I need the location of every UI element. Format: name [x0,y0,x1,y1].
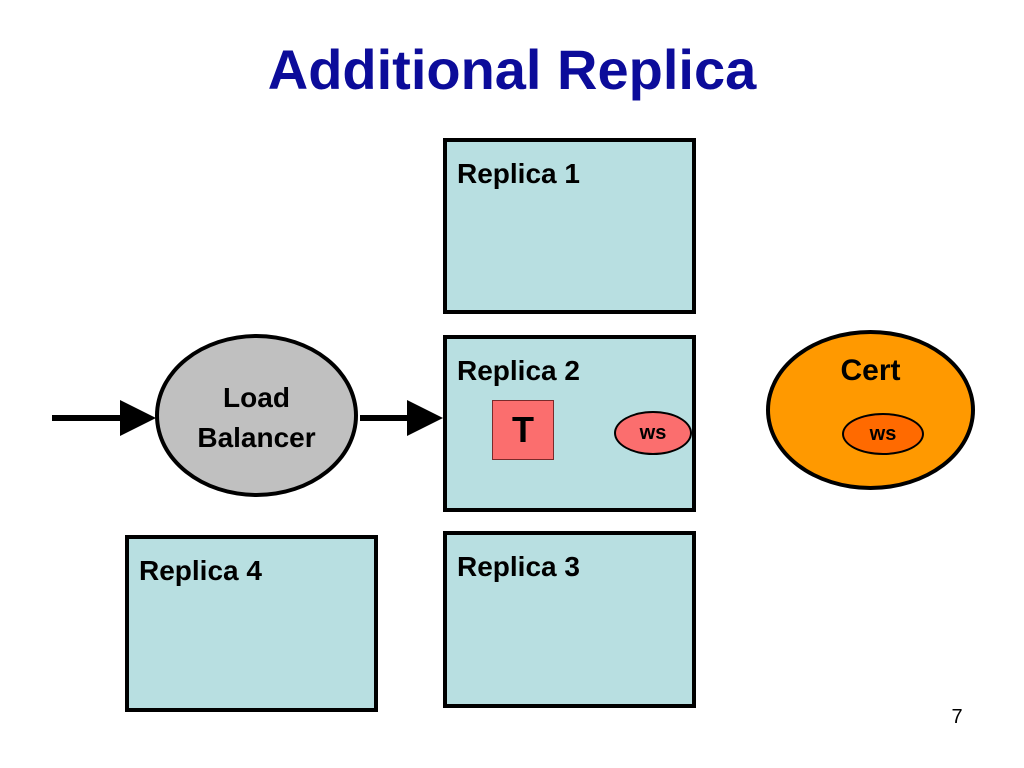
replica-1-label: Replica 1 [457,158,580,189]
replica-2-label: Replica 2 [457,355,580,386]
replica-4-label: Replica 4 [139,555,262,586]
replica-2-writeset: ws [614,411,692,455]
replica-1-box: Replica 1 [443,138,696,314]
certifier-node: Cert ws [766,330,975,490]
replica-4-box: Replica 4 [125,535,378,712]
certifier-writeset: ws [842,413,924,455]
load-balancer-line-2: Balancer [197,422,316,453]
load-balancer-label: Load Balancer [159,378,354,458]
load-balancer-node: Load Balancer [155,334,358,497]
replica-3-label: Replica 3 [457,551,580,582]
load-balancer-line-1: Load [223,382,290,413]
transaction-box: T [492,400,554,460]
page-number: 7 [951,706,963,728]
replica-2-box: Replica 2 T ws [443,335,696,512]
slide-title: Additional Replica [267,38,757,101]
replica-3-box: Replica 3 [443,531,696,708]
certifier-label: Cert [840,354,901,387]
